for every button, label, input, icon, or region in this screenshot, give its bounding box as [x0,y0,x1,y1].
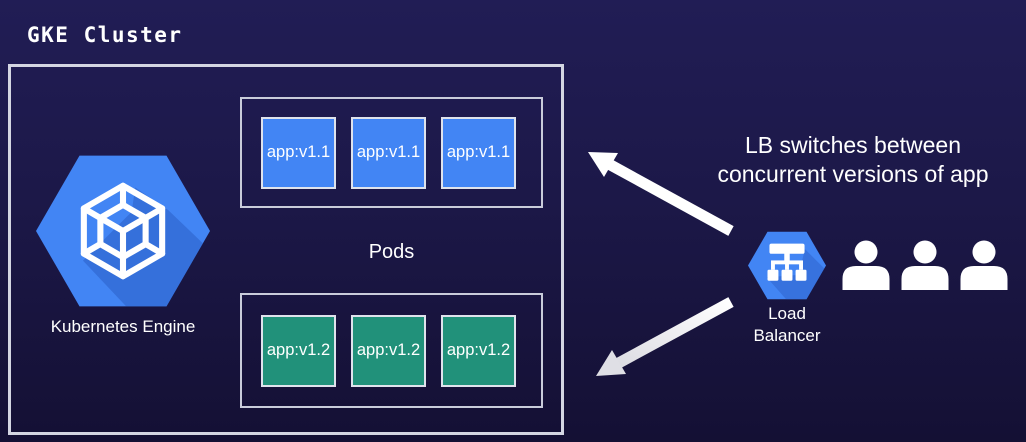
lb-annotation-line1: LB switches between [744,132,962,158]
pod-app-v1-2: app:v1.2 [351,314,426,387]
pods-label: Pods [368,241,415,263]
page-title: GKE Cluster [27,23,183,47]
load-balancer-icon [748,231,826,300]
pod-app-v1-1: app:v1.1 [261,116,336,189]
lb-annotation: LB switches between concurrent versions … [680,131,1026,189]
v2-pods-box: app:v1.2 app:v1.2 app:v1.2 [240,293,543,408]
user-icon [842,240,890,290]
lb-annotation-line2: concurrent versions of app [717,161,989,187]
pod-app-v1-2: app:v1.2 [261,314,336,387]
kubernetes-engine-icon [36,155,210,307]
gke-cluster-box: Kubernetes Engine app:v1.1 app:v1.1 app:… [8,64,564,435]
users-icons [842,240,1008,290]
kubernetes-cube-glyph [80,182,166,280]
v1-pods-box: app:v1.1 app:v1.1 app:v1.1 [240,97,543,208]
pod-app-v1-1: app:v1.1 [441,116,516,189]
load-balancer-tree-glyph [767,243,807,281]
kubernetes-engine-label: Kubernetes Engine [50,317,196,336]
user-icon [960,240,1008,290]
pod-app-v1-1: app:v1.1 [351,116,426,189]
user-icon [901,240,949,290]
load-balancer-label: Load Balancer [727,303,847,347]
arrow-to-v2-pods-icon [596,297,734,376]
load-balancer-label-line1: Load [768,304,806,323]
pod-app-v1-2: app:v1.2 [441,314,516,387]
load-balancer-label-line2: Balancer [753,326,821,345]
